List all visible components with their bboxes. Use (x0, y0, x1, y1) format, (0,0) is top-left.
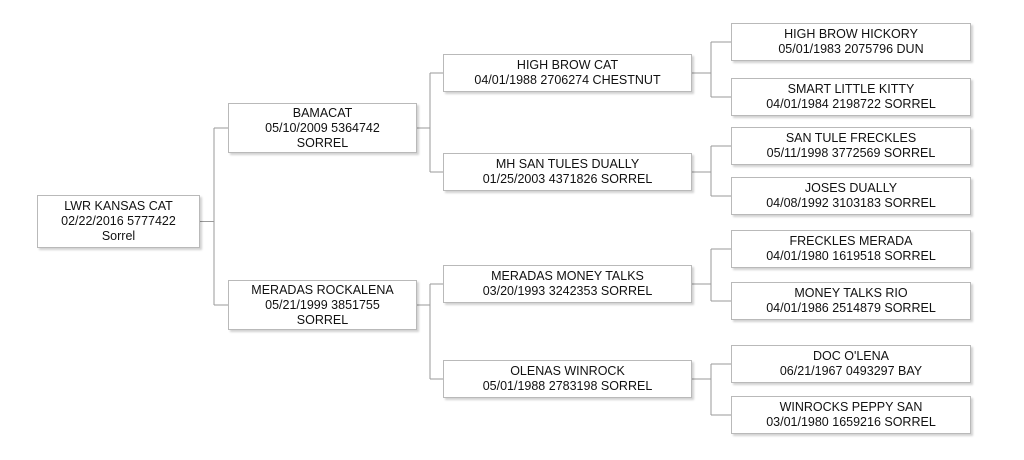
pedigree-node-subject: LWR KANSAS CAT 02/22/2016 5777422 Sorrel (37, 195, 200, 248)
horse-details: 04/01/1984 2198722 SORREL (766, 97, 936, 111)
pedigree-node-sd-dam: JOSES DUALLY 04/08/1992 3103183 SORREL (731, 177, 971, 215)
pedigree-node-ds-sire: FRECKLES MERADA 04/01/1980 1619518 SORRE… (731, 230, 971, 268)
pedigree-node-ss-sire: HIGH BROW HICKORY 05/01/1983 2075796 DUN (731, 23, 971, 61)
connector-dam-dam (692, 363, 731, 416)
horse-details: 06/21/1967 0493297 BAY (779, 364, 923, 378)
horse-details: 04/01/1980 1619518 SORREL (766, 249, 936, 263)
horse-name: MONEY TALKS RIO (794, 286, 908, 300)
horse-details: 05/11/1998 3772569 SORREL (766, 146, 936, 160)
horse-color: SORREL (296, 312, 349, 327)
horse-details: 04/08/1992 3103183 SORREL (766, 196, 936, 210)
horse-details: 05/21/1999 3851755 (265, 297, 380, 312)
horse-name: HIGH BROW CAT (516, 58, 619, 72)
horse-details: 04/01/1986 2514879 SORREL (766, 301, 936, 315)
connector-sire-dam (692, 145, 731, 197)
horse-name: HIGH BROW HICKORY (784, 27, 918, 41)
pedigree-node-ss-dam: SMART LITTLE KITTY 04/01/1984 2198722 SO… (731, 78, 971, 116)
horse-name: WINROCKS PEPPY SAN (779, 400, 923, 414)
horse-name: SMART LITTLE KITTY (787, 82, 915, 96)
horse-details: 05/01/1988 2783198 SORREL (482, 379, 653, 393)
horse-name: BAMACAT (292, 105, 353, 120)
pedigree-node-dd-dam: WINROCKS PEPPY SAN 03/01/1980 1659216 SO… (731, 396, 971, 434)
horse-details: 01/25/2003 4371826 SORREL (482, 172, 653, 186)
horse-name: OLENAS WINROCK (510, 364, 625, 378)
horse-details: 03/01/1980 1659216 SORREL (766, 415, 936, 429)
pedigree-node-sire-dam: MH SAN TULES DUALLY 01/25/2003 4371826 S… (443, 153, 692, 191)
pedigree-node-sd-sire: SAN TULE FRECKLES 05/11/1998 3772569 SOR… (731, 127, 971, 165)
horse-name: JOSES DUALLY (804, 181, 898, 195)
pedigree-node-dam-dam: OLENAS WINROCK 05/01/1988 2783198 SORREL (443, 360, 692, 398)
connector-sire-sire (692, 41, 731, 98)
pedigree-node-dam: MERADAS ROCKALENA 05/21/1999 3851755 SOR… (228, 280, 417, 330)
horse-details: 04/01/1988 2706274 CHESTNUT (474, 73, 661, 87)
horse-color: SORREL (296, 135, 349, 150)
connector-sire (417, 72, 443, 173)
pedigree-node-dd-sire: DOC O'LENA 06/21/1967 0493297 BAY (731, 345, 971, 383)
horse-color: Sorrel (101, 229, 136, 243)
pedigree-node-ds-dam: MONEY TALKS RIO 04/01/1986 2514879 SORRE… (731, 282, 971, 320)
horse-name: SAN TULE FRECKLES (785, 131, 917, 145)
horse-name: MERADAS MONEY TALKS (491, 269, 644, 283)
horse-name: LWR KANSAS CAT (64, 199, 173, 213)
connector-dam (417, 283, 443, 380)
pedigree-node-dam-sire: MERADAS MONEY TALKS 03/20/1993 3242353 S… (443, 265, 692, 303)
horse-name: MH SAN TULES DUALLY (495, 157, 640, 171)
horse-name: MERADAS ROCKALENA (251, 282, 394, 297)
horse-name: FRECKLES MERADA (789, 234, 913, 248)
connector-dam-sire (692, 248, 731, 302)
connector-subject (200, 127, 228, 306)
horse-name: DOC O'LENA (812, 349, 889, 363)
horse-details: 02/22/2016 5777422 (61, 214, 176, 228)
horse-details: 05/10/2009 5364742 (265, 120, 380, 135)
horse-details: 05/01/1983 2075796 DUN (778, 42, 924, 56)
pedigree-node-sire: BAMACAT 05/10/2009 5364742 SORREL (228, 103, 417, 153)
pedigree-node-sire-sire: HIGH BROW CAT 04/01/1988 2706274 CHESTNU… (443, 54, 692, 92)
horse-details: 03/20/1993 3242353 SORREL (482, 284, 653, 298)
